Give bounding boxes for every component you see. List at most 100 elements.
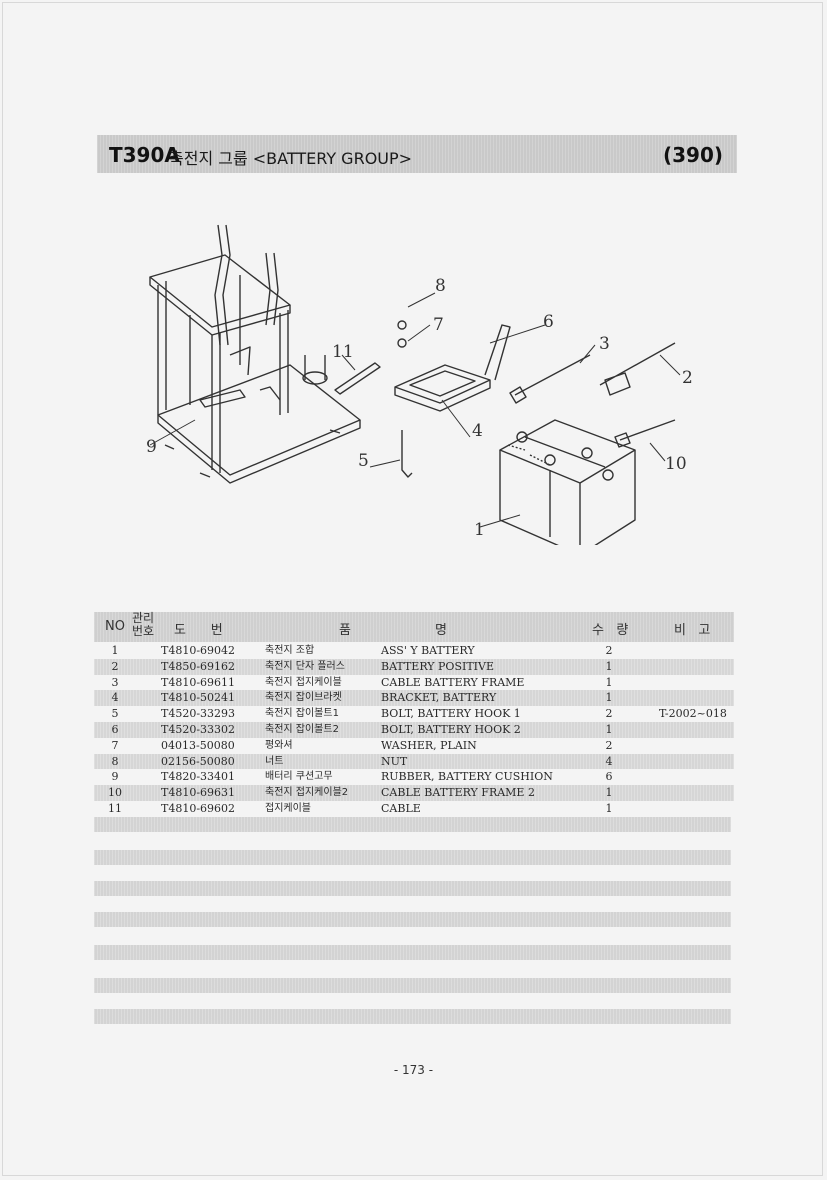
callout-8: 8 [435, 276, 446, 296]
row-no: 8 [111, 754, 119, 768]
section-code: T390A [109, 143, 180, 167]
col-mgmt-number: 관리 번호 [131, 611, 155, 638]
section-page-ref: (390) [662, 143, 723, 167]
row-part-number: T4810-69042 [161, 644, 236, 657]
row-no: 1 [111, 644, 119, 657]
row-part-number: T4820-33401 [161, 770, 236, 784]
frame-cable-2-drawing [614, 419, 676, 448]
row-quantity: 1 [605, 675, 613, 689]
callout-3: 3 [599, 334, 610, 354]
blank-table-band [94, 817, 731, 832]
col-remarks: 비 고 [674, 623, 711, 638]
row-quantity: 1 [605, 722, 613, 736]
callout-6: 6 [543, 312, 554, 332]
row-english-name: RUBBER, BATTERY CUSHION [381, 770, 553, 784]
row-part-number: T4810-50241 [161, 691, 236, 705]
blank-table-band [94, 945, 731, 960]
table-row: 11 T4810-69602 접지케이블 CABLE 1 [94, 801, 734, 817]
page-number: - 173 - [393, 1063, 434, 1077]
row-korean-name: 축전지 잡이볼트1 [265, 708, 339, 720]
row-quantity: 2 [605, 644, 613, 657]
callout-4: 4 [472, 421, 483, 441]
row-part-number: 04013-50080 [161, 738, 235, 752]
callout-10: 10 [665, 454, 687, 474]
col-name-char-1: 품 [339, 623, 351, 638]
row-korean-name: 축전지 접지케이블2 [265, 787, 349, 799]
row-korean-name: 축전지 잡이브라켓 [265, 692, 342, 704]
row-part-number: 02156-50080 [161, 754, 235, 768]
blank-table-band [94, 978, 731, 993]
table-row: 4 T4810-50241 축전지 잡이브라켓 BRACKET, BATTERY… [94, 690, 734, 707]
row-no: 6 [111, 722, 119, 736]
hook-bolt-2-drawing [484, 324, 511, 381]
row-english-name: NUT [381, 754, 408, 768]
row-english-name: BOLT, BATTERY HOOK 2 [381, 722, 521, 736]
row-part-number: T4810-69631 [161, 786, 236, 800]
row-quantity: 1 [605, 786, 613, 800]
row-part-number: T4810-69602 [161, 801, 236, 815]
table-row: 2 T4850-69162 축전지 단자 플러스 BATTERY POSITIV… [94, 658, 734, 675]
row-no: 10 [108, 786, 122, 800]
callout-9: 9 [146, 437, 157, 457]
row-part-number: T4850-69162 [161, 659, 236, 673]
row-quantity: 1 [605, 801, 613, 815]
row-english-name: BRACKET, BATTERY [381, 691, 497, 705]
row-english-name: CABLE BATTERY FRAME 2 [381, 786, 535, 800]
blank-table-band [94, 1009, 731, 1024]
row-english-name: CABLE BATTERY FRAME [381, 675, 525, 689]
table-row: 3 T4810-69611 축전지 접지케이블 CABLE BATTERY FR… [94, 675, 734, 691]
row-part-number: T4520-33293 [161, 707, 236, 721]
row-no: 9 [111, 770, 119, 784]
row-no: 11 [108, 801, 122, 815]
row-no: 5 [111, 707, 119, 721]
row-no: 7 [111, 738, 119, 752]
table-row: 5 T4520-33293 축전지 잡이볼트1 BOLT, BATTERY HO… [94, 706, 734, 722]
positive-cable-drawing [599, 342, 676, 396]
row-english-name: WASHER, PLAIN [381, 738, 477, 752]
battery-assembly-drawing [499, 419, 636, 545]
row-no: 2 [111, 659, 119, 673]
row-quantity: 2 [605, 707, 613, 721]
exploded-parts-diagram: 1 2 3 4 5 6 7 8 9 10 11 [146, 224, 693, 545]
table-row: 8 02156-50080 너트 NUT 4 [94, 753, 734, 770]
table-row: 9 T4820-33401 배터리 쿠션고무 RUBBER, BATTERY C… [94, 769, 734, 785]
row-no: 4 [111, 691, 119, 705]
blank-table-band [94, 912, 731, 927]
table-row: 10 T4810-69631 축전지 접지케이블2 CABLE BATTERY … [94, 785, 734, 801]
blank-table-band [94, 881, 731, 896]
row-quantity: 6 [605, 770, 613, 784]
table-row: 7 04013-50080 평와셔 WASHER, PLAIN 2 [94, 738, 734, 754]
row-english-name: CABLE [381, 801, 421, 815]
section-title: 축전지 그룹 <BATTERY GROUP> [169, 149, 413, 168]
row-quantity: 4 [605, 754, 613, 768]
callout-7: 7 [433, 315, 444, 335]
parts-table-header: NO 관리 번호 도 번 품 명 수 량 비 고 [94, 612, 734, 642]
row-korean-name: 축전지 접지케이블 [265, 676, 342, 688]
table-row: 6 T4520-33302 축전지 잡이볼트2 BOLT, BATTERY HO… [94, 721, 734, 738]
col-name-char-2: 명 [435, 623, 447, 638]
row-quantity: 1 [605, 659, 613, 673]
row-part-number: T4810-69611 [161, 675, 236, 689]
row-korean-name: 평와셔 [265, 739, 293, 751]
col-quantity: 수 량 [592, 623, 629, 638]
hook-bolt-drawing [401, 430, 413, 478]
row-quantity: 2 [605, 738, 613, 752]
col-drawing-number: 도 번 [174, 623, 223, 638]
row-part-number: T4520-33302 [161, 722, 236, 736]
frame-cable-drawing [509, 354, 591, 404]
row-english-name: ASS' Y BATTERY [381, 644, 475, 657]
row-korean-name: 축전지 잡이볼트2 [265, 723, 339, 735]
row-english-name: BATTERY POSITIVE [381, 659, 494, 673]
row-remark: T-2002~018 [659, 707, 727, 721]
row-no: 3 [111, 675, 119, 689]
callout-11: 11 [332, 342, 354, 362]
battery-bracket-drawing [394, 364, 491, 412]
row-english-name: BOLT, BATTERY HOOK 1 [381, 707, 521, 721]
row-korean-name: 접지케이블 [265, 802, 311, 814]
parts-table-body: 1 T4810-69042 축전지 조합 ASS' Y BATTERY 2 2 … [94, 643, 734, 817]
row-korean-name: 너트 [265, 755, 284, 767]
callout-2: 2 [682, 368, 693, 388]
callout-5: 5 [358, 451, 369, 471]
col-no: NO [105, 619, 125, 634]
